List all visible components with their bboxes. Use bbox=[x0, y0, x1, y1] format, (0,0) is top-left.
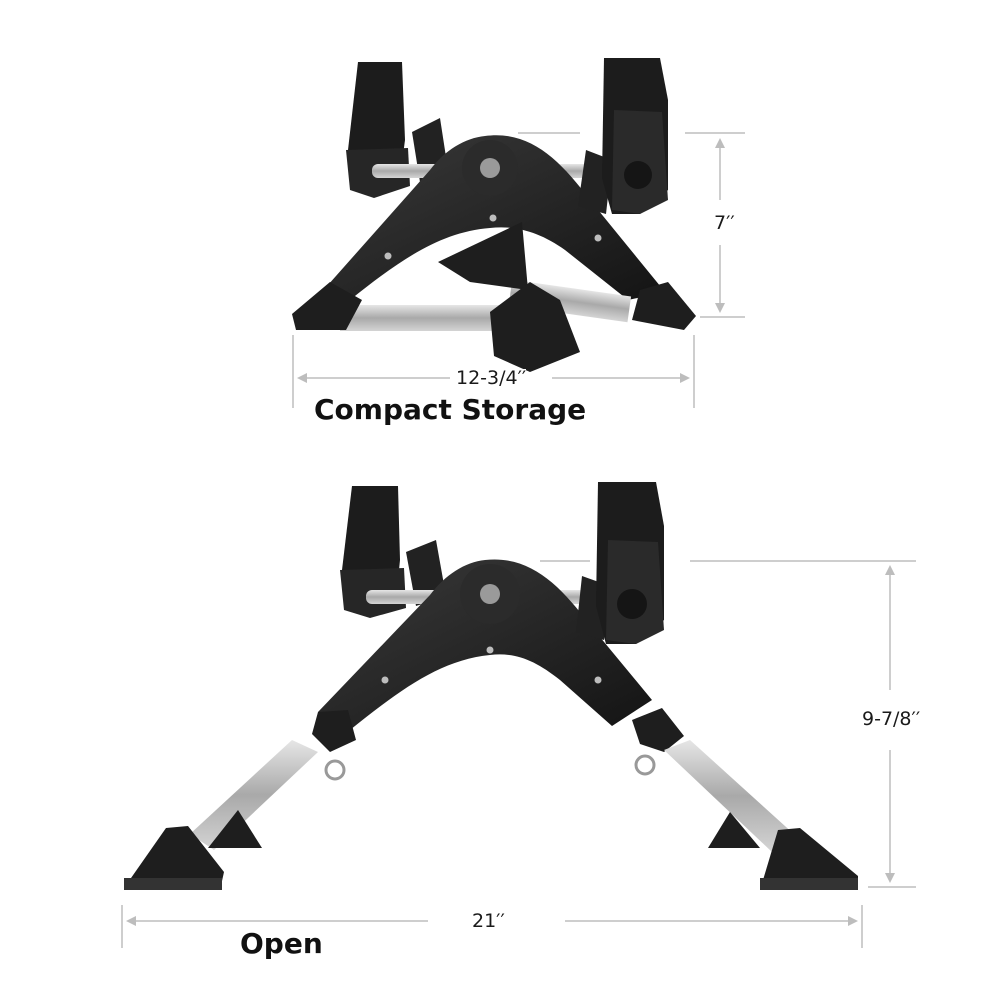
frame-bolt bbox=[594, 676, 602, 684]
crank-hub-center bbox=[480, 158, 500, 178]
frame-bolt bbox=[381, 676, 389, 684]
stabilizer-pad bbox=[708, 812, 760, 848]
right-leg-joint bbox=[632, 708, 684, 752]
right-leg-tube bbox=[664, 740, 796, 852]
open-caption: Open bbox=[240, 927, 323, 960]
frame-bolt bbox=[489, 214, 497, 222]
frame-bolt bbox=[384, 252, 392, 260]
crank-hub-center bbox=[480, 584, 500, 604]
right-foot bbox=[760, 828, 858, 890]
compact-dimensions bbox=[292, 132, 745, 408]
frame-bolt bbox=[486, 646, 494, 654]
left-leg-tube bbox=[190, 740, 318, 850]
stabilizer-pad bbox=[208, 810, 262, 848]
open-width-label: 21′′ bbox=[472, 910, 505, 932]
open-frame bbox=[318, 559, 652, 730]
pull-pin-ring bbox=[324, 759, 346, 781]
pull-pin-ring bbox=[634, 754, 656, 776]
left-foot-base bbox=[124, 878, 222, 890]
stabilizer-pad bbox=[438, 222, 528, 290]
stabilizer-pad bbox=[490, 282, 580, 372]
pedal-knob bbox=[617, 589, 647, 619]
left-foot bbox=[292, 282, 362, 330]
left-foot bbox=[124, 826, 224, 890]
left-leg-joint bbox=[312, 710, 356, 752]
right-foot bbox=[632, 282, 696, 330]
frame-bolt bbox=[594, 234, 602, 242]
compact-height-label: 7′′ bbox=[714, 212, 735, 234]
open-exerciser bbox=[124, 482, 858, 890]
compact-storage-caption: Compact Storage bbox=[314, 393, 587, 426]
compact-exerciser bbox=[292, 58, 696, 372]
compact-width-label: 12-3/4′′ bbox=[456, 367, 527, 389]
open-height-label: 9-7/8′′ bbox=[862, 708, 921, 730]
folded-leg-left bbox=[340, 305, 500, 331]
open-dimensions bbox=[121, 560, 916, 948]
pedal-knob bbox=[624, 161, 652, 189]
right-foot-base bbox=[760, 878, 858, 890]
